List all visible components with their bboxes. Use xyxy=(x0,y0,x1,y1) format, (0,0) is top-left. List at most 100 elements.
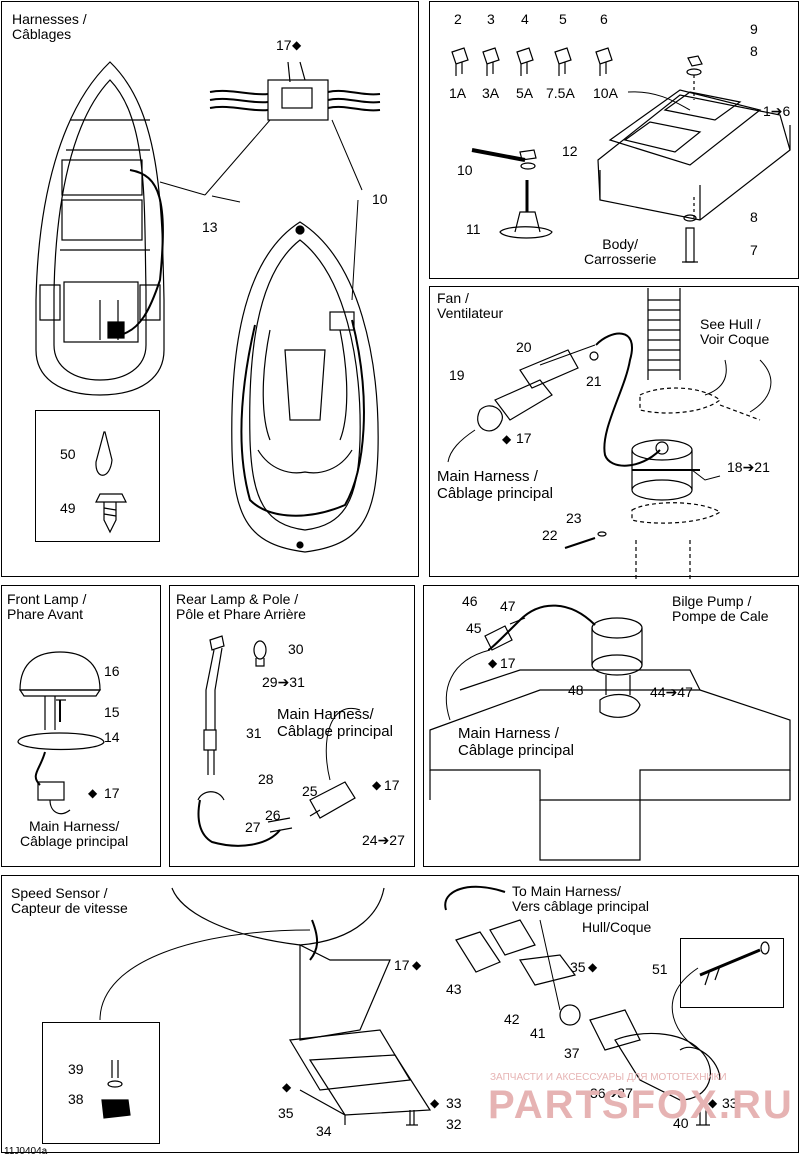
rear-connector-25 xyxy=(309,707,361,819)
label-to-main-harness: To Main Harness/ Vers câblage principal xyxy=(512,883,649,914)
callout-24-27: 24➔27 xyxy=(362,832,405,848)
hull-perspective-right xyxy=(231,221,379,553)
inset-clamp-screw xyxy=(35,410,160,542)
callout-16: 16 xyxy=(104,663,120,679)
callout-11: 11 xyxy=(466,221,481,237)
leader-13 xyxy=(159,119,271,203)
callout-28: 28 xyxy=(258,771,274,787)
callout-19: 19 xyxy=(449,367,465,383)
callout-14: 14 xyxy=(104,729,120,745)
callout-12: 12 xyxy=(562,143,578,159)
hull-top-view-left xyxy=(35,61,165,396)
label-front-lamp-main-harness: Main Harness/ Câblage principal xyxy=(20,818,129,849)
screw-22-washer-23 xyxy=(564,531,607,549)
callout-17-fan: 17 xyxy=(516,430,532,446)
drop-icon: ◆ xyxy=(372,778,382,792)
title-bilge-pump: Bilge Pump / Pompe de Cale xyxy=(672,593,769,624)
screw-49 xyxy=(95,493,127,534)
drop-icon: ◆ xyxy=(588,960,598,974)
drop-icon: ◆ xyxy=(488,656,498,670)
callout-36-37: 36➔37 xyxy=(590,1085,633,1101)
title-speed-sensor: Speed Sensor / Capteur de vitesse xyxy=(11,885,128,916)
callout-35-bottom: 35 xyxy=(278,1105,294,1121)
callout-42: 42 xyxy=(504,1011,520,1027)
front-lamp-connector xyxy=(34,751,71,815)
callout-47: 47 xyxy=(500,598,516,614)
fuse-rating-3A: 3A xyxy=(482,85,500,101)
screw-40 xyxy=(696,1110,710,1126)
callout-15: 15 xyxy=(104,704,120,720)
pole-29-31 xyxy=(203,635,225,775)
drawing-code: 11J0404a xyxy=(4,1146,48,1157)
label-see-hull: See Hull / Voir Coque xyxy=(700,316,770,347)
drop-icon: ◆ xyxy=(88,786,98,800)
panel-fuses xyxy=(429,1,799,279)
callout-17-bilge: 17 xyxy=(500,655,516,671)
callout-17-front-lamp: 17 xyxy=(104,785,120,801)
callout-31: 31 xyxy=(246,725,262,741)
drop-icon: ◆ xyxy=(430,1096,440,1110)
callout-39: 39 xyxy=(68,1061,84,1077)
callout-8-top: 8 xyxy=(750,43,758,59)
fuse-number-2: 2 xyxy=(454,11,462,27)
callout-10-fuse: 10 xyxy=(457,162,473,178)
callout-35-top: 35 xyxy=(570,959,586,975)
watermark-subtitle: ЗАПЧАСТИ И АКСЕССУАРЫ ДЛЯ МОТОТЕХНИКИ xyxy=(490,1072,727,1083)
leader-speed-inset xyxy=(99,929,311,1021)
leader-51 xyxy=(671,967,701,1051)
callout-17-harness: 17 xyxy=(276,37,292,53)
callout-38: 38 xyxy=(68,1091,84,1107)
label-hull-coque: Hull/Coque xyxy=(582,919,652,935)
speed-sensor-assembly xyxy=(444,885,721,1101)
panel-front-lamp xyxy=(1,585,161,867)
label-bilge-main-harness: Main Harness / Câblage principal xyxy=(458,725,574,759)
screw-7-washer-8 xyxy=(682,195,698,263)
drop-icon: ◆ xyxy=(282,1080,292,1094)
callout-33-right: 33 xyxy=(722,1095,738,1111)
fuse-rating-1A: 1A xyxy=(449,85,467,101)
drop-icon: ◆ xyxy=(708,1096,718,1110)
fan-bracket-lower xyxy=(631,502,722,580)
callout-9: 9 xyxy=(750,21,758,37)
title-fan: Fan / Ventilateur xyxy=(437,290,504,321)
harness-connector-17 xyxy=(209,61,381,121)
callout-32: 32 xyxy=(446,1116,462,1132)
callout-8-bottom: 8 xyxy=(750,209,758,225)
drop-icon: ◆ xyxy=(502,432,512,446)
callout-21: 21 xyxy=(586,373,602,389)
callout-20: 20 xyxy=(516,339,532,355)
callout-37: 37 xyxy=(564,1045,580,1061)
pole-socket-harness xyxy=(197,791,293,847)
label-rear-lamp-main-harness: Main Harness/ Câblage principal xyxy=(277,706,393,740)
cable-clamp-50 xyxy=(95,431,113,476)
title-harnesses: Harnesses / Câblages xyxy=(12,11,87,42)
screw-33-32 xyxy=(406,1110,418,1126)
fuse-rating-10A: 10A xyxy=(593,85,618,101)
callout-34: 34 xyxy=(316,1123,332,1139)
callout-30: 30 xyxy=(288,641,304,657)
callout-17-rear-lamp: 17 xyxy=(384,777,400,793)
callout-45: 45 xyxy=(466,620,482,636)
fuses-1-10A xyxy=(451,47,613,76)
fuse-number-6: 6 xyxy=(600,11,608,27)
leader-see-hull xyxy=(704,359,772,413)
fuse-rating-5A: 5A xyxy=(516,85,534,101)
callout-43: 43 xyxy=(446,981,462,997)
fan-assembly-18-21 xyxy=(631,439,721,501)
callout-50: 50 xyxy=(60,446,76,462)
callout-17-speed: 17 xyxy=(394,957,410,973)
drop-icon: ◆ xyxy=(412,958,422,972)
hull-floor-bilge xyxy=(429,669,791,861)
bulb-30 xyxy=(253,640,267,667)
inset-bolt-51 xyxy=(680,938,784,1008)
callout-7: 7 xyxy=(750,242,758,258)
gasket-14-screw-15 xyxy=(17,699,105,751)
clip-38-screw-39 xyxy=(101,1060,131,1119)
title-rear-lamp: Rear Lamp & Pole / Pôle et Phare Arrière xyxy=(176,591,306,622)
hull-vent-hose xyxy=(639,288,761,421)
fuse-number-4: 4 xyxy=(521,11,529,27)
callout-48: 48 xyxy=(568,682,584,698)
title-front-lamp: Front Lamp / Phare Avant xyxy=(7,591,87,622)
bilge-pump-44-47 xyxy=(487,604,643,718)
